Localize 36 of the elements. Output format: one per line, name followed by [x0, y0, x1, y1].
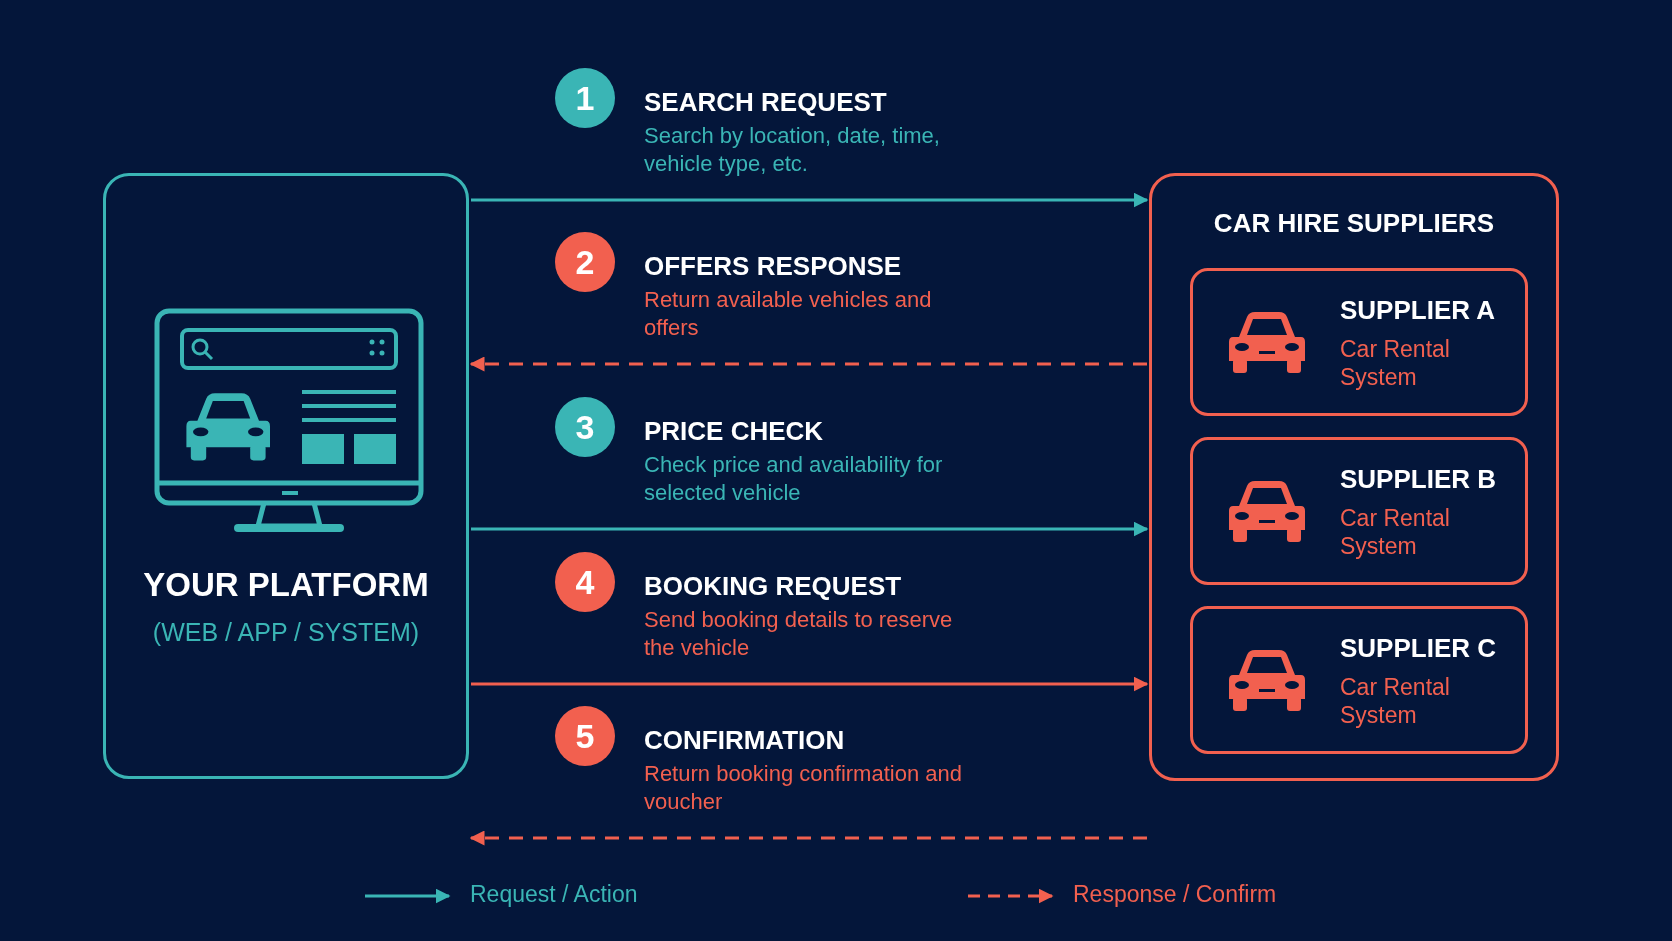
node-title: SUPPLIER C [1340, 633, 1497, 664]
supplier-card [1190, 606, 1528, 754]
supplier-card [1190, 437, 1528, 585]
arrow [471, 676, 1149, 692]
step-number: 3 [555, 397, 615, 457]
legend-text: Request / Action [470, 881, 638, 908]
node-title: YOUR PLATFORM [142, 566, 430, 604]
node-title: SUPPLIER B [1340, 464, 1497, 495]
edge-label: SEARCH REQUEST [644, 87, 887, 118]
node-subtitle: Car Rental System [1340, 673, 1451, 729]
step-description: Check price and availability for selected vehicle [644, 451, 944, 507]
step-description: Send booking details to reserve the vehicle [644, 606, 954, 662]
node-title: SUPPLIER A [1340, 295, 1496, 326]
step-number: 5 [555, 706, 615, 766]
step-number: 4 [555, 552, 615, 612]
legend-text: Response / Confirm [1073, 881, 1277, 908]
step-description: Return booking confirmation and voucher [644, 760, 963, 816]
platform-panel [103, 173, 469, 779]
edge-label: CONFIRMATION [644, 725, 845, 756]
edge-label: OFFERS RESPONSE [644, 251, 902, 282]
node-subtitle: (WEB / APP / SYSTEM) [151, 618, 421, 647]
suppliers-panel [1149, 173, 1559, 781]
node-subtitle: Car Rental System [1340, 335, 1451, 391]
arrow [471, 192, 1149, 208]
dashed-arrow [469, 830, 1147, 846]
edge-label: BOOKING REQUEST [644, 571, 902, 602]
node-subtitle: Car Rental System [1340, 504, 1451, 560]
dashed-arrow [469, 356, 1147, 372]
supplier-card [1190, 268, 1528, 416]
edge-label: PRICE CHECK [644, 416, 824, 447]
step-number: 1 [555, 68, 615, 128]
node-title: CAR HIRE SUPPLIERS [1212, 208, 1496, 239]
step-description: Search by location, date, time, vehicle type, etc. [644, 122, 941, 178]
arrow [471, 521, 1149, 537]
step-number: 2 [555, 232, 615, 292]
step-description: Return available vehicles and offers [644, 286, 933, 342]
